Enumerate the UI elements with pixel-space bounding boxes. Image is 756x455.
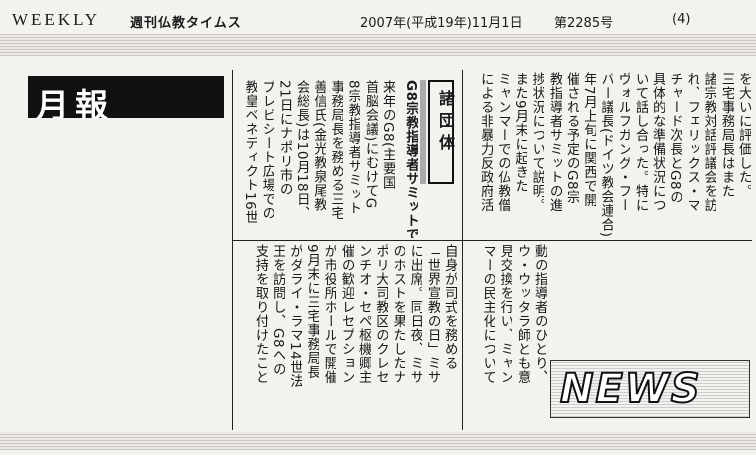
- article-column: 動の指導者のひとり、: [531, 244, 547, 384]
- tier-rule-right: [462, 240, 752, 241]
- article-column: ヴォルフガング・フー: [615, 72, 631, 212]
- article-column: による非暴力反政府活: [477, 72, 493, 212]
- article-column: 首脳会議)にむけてG: [362, 80, 378, 209]
- section-logo: 月報: [28, 76, 224, 118]
- article-headline: G8宗教指導者サミットでバチカン訪問: [403, 80, 418, 238]
- article-column: 21日にナポリ市の: [276, 80, 292, 197]
- article-column: 教指導者サミットの進: [546, 72, 562, 212]
- masthead-weekly: WEEKLY: [12, 10, 101, 29]
- article-column: が市役所ホールで開催: [321, 244, 337, 384]
- article-column: 8宗教指導者サミット: [345, 80, 361, 216]
- article-column: いて話し合った。特に: [632, 72, 648, 212]
- news-badge: NEWS: [550, 360, 750, 418]
- page-header: WEEKLY 週刊仏教タイムス 2007年(平成19年)11月1日 第2285号…: [0, 0, 756, 32]
- column-rule-left: [232, 70, 233, 430]
- article-column: チャード次長とG8の: [667, 72, 682, 205]
- article-column: 王を訪問し、G8への: [269, 244, 285, 377]
- article-column: 諸宗教対話評議会を訪: [701, 72, 717, 212]
- page-number: (4): [672, 12, 691, 27]
- issue-date: 2007年(平成19年)11月1日: [360, 16, 523, 31]
- article-column: 催される予定のG8宗: [563, 72, 579, 205]
- tier-rule-left: [232, 240, 464, 241]
- article-column: 事務局長を務める三宅: [328, 80, 344, 220]
- masthead-paper-name: 週刊仏教タイムス: [130, 16, 242, 31]
- section-heading-box: 諸団体: [428, 80, 455, 184]
- article-column: プレビシート広場での: [259, 80, 275, 220]
- heading-accent-bar: [420, 80, 426, 184]
- news-badge-label: NEWS: [559, 365, 702, 413]
- section-heading: 諸団体: [436, 90, 455, 156]
- article-column: マーの民主化について: [480, 244, 496, 384]
- issue-number: 第2285号: [554, 16, 614, 31]
- article-column: 具体的な準備状況につ: [649, 72, 665, 212]
- article-column: に出席。同日夜、ミサ: [407, 244, 423, 384]
- article-column: 支持を取り付けたこと: [252, 244, 268, 384]
- article-column: ミャンマーでの仏教僧: [495, 72, 510, 212]
- article-column: 善信氏(金光教泉尾教: [311, 80, 326, 212]
- article-column: 「世界宣教の日」ミサ: [424, 244, 440, 384]
- article-column: また9月末に起きた: [512, 72, 528, 194]
- article-column: れ、フェリックス・マ: [684, 72, 700, 212]
- news-badge-frame: [550, 360, 750, 418]
- section-logo-text: 月報: [36, 86, 114, 118]
- top-hatch-band: [0, 34, 756, 56]
- article-column: のホストを果たしたナ: [390, 244, 406, 384]
- article-column: 教皇ベネディクト16世: [242, 80, 258, 225]
- article-column: がダライ・ラマ14世法: [287, 244, 302, 389]
- article-column: ンチオ・セペ枢機卿主: [355, 244, 371, 384]
- article-column: 捗状況について説明。: [529, 72, 545, 212]
- article-column: を大いに評価した。: [735, 72, 751, 198]
- article-column: 自身が司式を務める: [441, 244, 457, 370]
- article-column: 見交換を行い、ミャン: [497, 244, 513, 384]
- article-column: 催の歓迎レセプション: [338, 244, 354, 384]
- column-rule-mid: [462, 70, 463, 430]
- article-column: 会総長)は10月18日、: [293, 80, 309, 221]
- article-column: バー議長(ドイツ教会連合): [598, 72, 614, 238]
- article-column: 年7月上旬に関西で開: [581, 72, 596, 208]
- article-column: 三宅事務局長はまた: [718, 72, 734, 198]
- bottom-hatch-band: [0, 432, 756, 450]
- article-column: ポリ大司教区のクレセ: [373, 244, 388, 384]
- article-column: 来年のG8(主要国: [379, 80, 395, 190]
- article-column: ウ・ウッタラ師とも意: [514, 244, 530, 384]
- article-column: 9月末に三宅事務局長: [304, 244, 320, 380]
